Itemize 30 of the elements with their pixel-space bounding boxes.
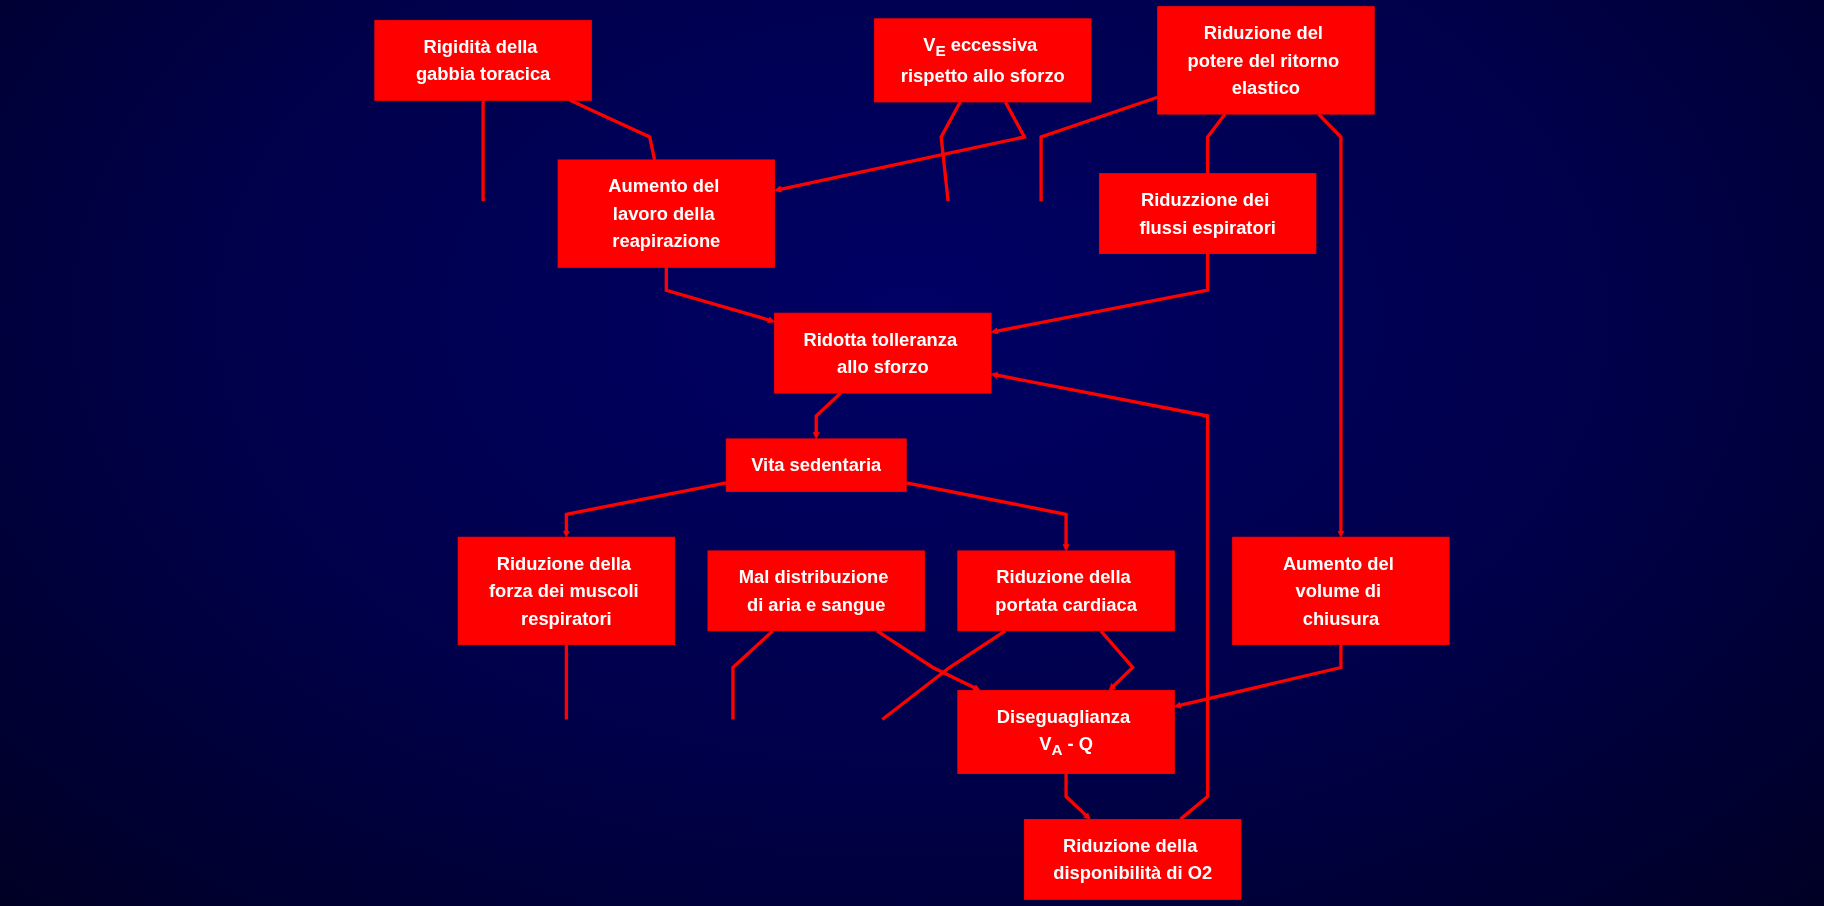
node-box: Vita sedentaria bbox=[725, 438, 907, 492]
connector bbox=[731, 629, 774, 720]
node-box: Diseguaglianza V$_{A}$ - Q bbox=[957, 690, 1175, 774]
arrow bbox=[990, 253, 1210, 335]
connector bbox=[939, 101, 962, 202]
arrow bbox=[562, 481, 727, 538]
node-box: Riduzione della forza dei muscoli respiratori bbox=[457, 536, 676, 645]
node-box: Mal distribuzione di aria e sangue bbox=[707, 550, 925, 632]
node-box: Aumento del lavoro della reapirazione bbox=[557, 159, 775, 268]
arrow bbox=[774, 101, 1027, 193]
connector bbox=[1206, 113, 1227, 174]
arrow bbox=[1064, 773, 1091, 820]
node-box: Rigidità della gabbia toracica bbox=[374, 20, 592, 101]
node-box: Riduzione della disponibilità di O2 bbox=[1024, 818, 1242, 900]
node-box: Aumento del volume di chiusura bbox=[1232, 536, 1450, 645]
node-box: Ridotta tolleranza allo sforzo bbox=[774, 312, 992, 394]
node-box: V$_{E}$ eccessiva rispetto allo sforzo bbox=[874, 18, 1092, 103]
node-box: Riduzione del potere del ritorno elastico bbox=[1157, 6, 1375, 115]
connector bbox=[1039, 95, 1159, 202]
connector bbox=[481, 100, 485, 202]
connector bbox=[564, 644, 569, 720]
connector bbox=[881, 629, 1007, 721]
arrow bbox=[905, 481, 1070, 552]
arrow bbox=[876, 629, 981, 691]
arrow bbox=[664, 267, 775, 324]
arrow bbox=[1174, 644, 1343, 709]
arrow bbox=[990, 371, 1210, 821]
node-box: Riduzzione dei flussi espiratori bbox=[1098, 173, 1317, 254]
node-box: Riduzione della portata cardiaca bbox=[957, 550, 1175, 632]
arrow bbox=[1099, 629, 1135, 691]
